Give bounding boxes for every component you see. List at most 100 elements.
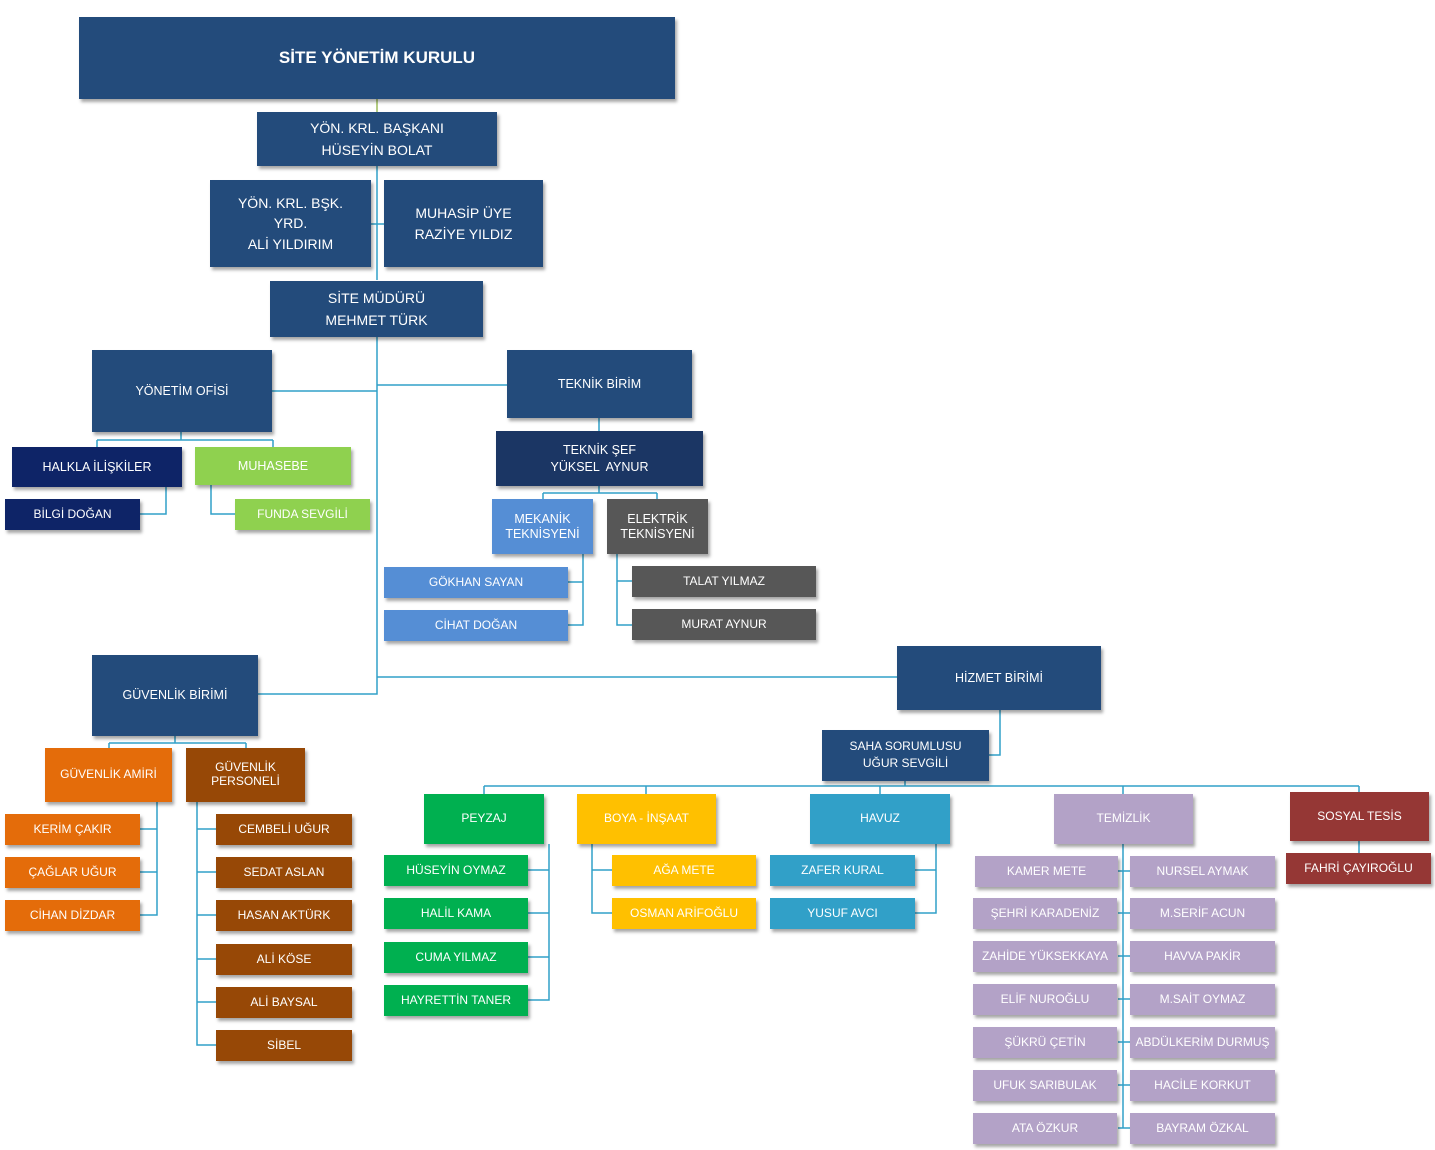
landscaping-box: PEYZAJ xyxy=(424,794,544,844)
member-name: UFUK SARIBULAK xyxy=(993,1077,1097,1092)
president-box: YÖN. KRL. BAŞKANI HÜSEYİN BOLAT xyxy=(257,112,497,166)
cleaning-member: ELİF NUROĞLU xyxy=(973,984,1117,1015)
member-name: M.SAİT OYMAZ xyxy=(1159,991,1246,1006)
member-name: OSMAN ARİFOĞLU xyxy=(629,905,739,920)
social-facility-box: SOSYAL TESİS xyxy=(1290,792,1429,841)
member-name: FAHRİ ÇAYIROĞLU xyxy=(1304,860,1413,875)
technical-chief-name: YÜKSEL AYNUR xyxy=(550,460,649,474)
cleaning-member: KAMER METE xyxy=(975,856,1118,887)
security-staff-member: ALİ KÖSE xyxy=(216,944,352,975)
member-name: KERİM ÇAKIR xyxy=(33,821,112,836)
accounting-box: MUHASEBE xyxy=(195,447,351,485)
member-name: HACİLE KORKUT xyxy=(1154,1077,1251,1092)
president-role: YÖN. KRL. BAŞKANI xyxy=(310,120,444,137)
member-name: ŞÜKRÜ ÇETİN xyxy=(1004,1034,1086,1049)
board-title: SİTE YÖNETİM KURULU xyxy=(278,48,476,68)
public-relations-title: HALKLA İLİŞKİLER xyxy=(42,459,152,474)
cleaning-member: ŞEHRİ KARADENİZ xyxy=(973,898,1117,929)
electrical-line2: TEKNİSYENİ xyxy=(620,526,695,541)
president-name: HÜSEYİN BOLAT xyxy=(321,141,433,158)
mechanical-member: GÖKHAN SAYAN xyxy=(384,567,568,598)
cleaning-member: M.SAİT OYMAZ xyxy=(1130,984,1275,1015)
pool-member: ZAFER KURAL xyxy=(770,855,915,886)
technical-unit-box: TEKNİK BİRİM xyxy=(507,350,692,418)
management-office-box: YÖNETİM OFİSİ xyxy=(92,350,272,432)
cleaning-member: ABDÜLKERİM DURMUŞ xyxy=(1130,1027,1275,1058)
accountant-member-role: MUHASİP ÜYE xyxy=(415,204,512,221)
vice-president-box: YÖN. KRL. BŞK. YRD. ALİ YILDIRIM xyxy=(210,180,371,267)
member-name: KAMER METE xyxy=(1006,863,1087,878)
paint-construction-member: OSMAN ARİFOĞLU xyxy=(612,898,756,929)
management-office-title: YÖNETİM OFİSİ xyxy=(135,383,229,398)
landscaping-member: HALİL KAMA xyxy=(384,898,528,929)
landscaping-member: HÜSEYİN OYMAZ xyxy=(384,855,528,886)
electrical-member: TALAT YILMAZ xyxy=(632,566,816,597)
member-name: GÖKHAN SAYAN xyxy=(428,574,524,589)
pool-box: HAVUZ xyxy=(810,794,950,844)
member-name: HALİL KAMA xyxy=(420,905,492,920)
member-name: AĞA METE xyxy=(653,862,715,877)
member-name: FUNDA SEVGİLİ xyxy=(257,506,348,521)
member-name: NURSEL AYMAK xyxy=(1156,863,1249,878)
mechanical-technician-box: MEKANİK TEKNİSYENİ xyxy=(492,499,593,554)
cleaning-member: BAYRAM ÖZKAL xyxy=(1130,1113,1275,1144)
member-name: ALİ KÖSE xyxy=(256,951,312,966)
site-manager-box: SİTE MÜDÜRÜ MEHMET TÜRK xyxy=(270,281,483,337)
accountant-member-name: RAZİYE YILDIZ xyxy=(414,226,513,242)
pool-title: HAVUZ xyxy=(860,811,900,826)
cleaning-member: NURSEL AYMAK xyxy=(1130,856,1275,887)
social-facility-member: FAHRİ ÇAYIROĞLU xyxy=(1286,853,1431,884)
security-staff-member: SİBEL xyxy=(216,1030,352,1061)
vice-president-role-line2: YRD. xyxy=(273,215,308,232)
cleaning-member: HAVVA PAKİR xyxy=(1130,941,1275,972)
electrical-member: MURAT AYNUR xyxy=(632,609,816,640)
cleaning-box: TEMİZLİK xyxy=(1054,794,1193,844)
paint-construction-box: BOYA - İNŞAAT xyxy=(577,794,716,844)
site-manager-name: MEHMET TÜRK xyxy=(325,311,428,328)
accountant-member-box: MUHASİP ÜYE RAZİYE YILDIZ xyxy=(384,180,543,267)
security-chief-box: GÜVENLİK AMİRİ xyxy=(45,748,172,802)
member-name: ZAHİDE YÜKSEKKAYA xyxy=(981,948,1109,963)
cleaning-member: M.SERİF ACUN xyxy=(1130,898,1275,929)
landscaping-title: PEYZAJ xyxy=(461,811,507,826)
member-name: CİHAN DİZDAR xyxy=(29,907,116,922)
board-box: SİTE YÖNETİM KURULU xyxy=(79,17,675,99)
member-name: ABDÜLKERİM DURMUŞ xyxy=(1135,1034,1270,1049)
security-staff-line2: PERSONELİ xyxy=(211,774,280,788)
landscaping-member: CUMA YILMAZ xyxy=(384,942,528,973)
member-name: ŞEHRİ KARADENİZ xyxy=(990,905,1100,920)
member-name: HASAN AKTÜRK xyxy=(237,907,331,922)
mechanical-member: CİHAT DOĞAN xyxy=(384,610,568,641)
member-name: HAVVA PAKİR xyxy=(1164,948,1241,963)
mechanical-line1: MEKANİK xyxy=(514,512,571,527)
member-name: SEDAT ASLAN xyxy=(243,864,325,879)
member-name: M.SERİF ACUN xyxy=(1159,905,1246,920)
technical-chief-role: TEKNİK ŞEF xyxy=(563,442,636,457)
member-name: YUSUF AVCI xyxy=(807,905,878,920)
cleaning-title: TEMİZLİK xyxy=(1096,811,1151,826)
member-name: TALAT YILMAZ xyxy=(683,573,765,588)
cleaning-member: ATA ÖZKUR xyxy=(973,1113,1117,1144)
electrical-technician-box: ELEKTRİK TEKNİSYENİ xyxy=(607,499,708,554)
paint-construction-title: BOYA - İNŞAAT xyxy=(604,811,689,826)
security-staff-line1: GÜVENLİK xyxy=(215,760,276,775)
accounting-member: FUNDA SEVGİLİ xyxy=(235,499,370,530)
member-name: ELİF NUROĞLU xyxy=(1000,991,1090,1006)
landscaping-member: HAYRETTİN TANER xyxy=(384,985,528,1016)
vice-president-role-line1: YÖN. KRL. BŞK. xyxy=(237,195,344,212)
security-chief-member: KERİM ÇAKIR xyxy=(5,814,140,845)
member-name: ÇAĞLAR UĞUR xyxy=(28,864,117,879)
security-staff-member: SEDAT ASLAN xyxy=(216,857,352,888)
security-unit-title: GÜVENLİK BİRİMİ xyxy=(122,688,228,703)
vice-president-name: ALİ YILDIRIM xyxy=(247,235,334,252)
social-facility-title: SOSYAL TESİS xyxy=(1317,808,1402,823)
security-unit-box: GÜVENLİK BİRİMİ xyxy=(92,655,258,736)
member-name: BİLGİ DOĞAN xyxy=(33,506,112,521)
security-chief-title: GÜVENLİK AMİRİ xyxy=(60,767,157,782)
field-supervisor-role: SAHA SORUMLUSU xyxy=(849,739,962,754)
paint-construction-member: AĞA METE xyxy=(612,855,756,886)
member-name: HÜSEYİN OYMAZ xyxy=(406,862,506,877)
service-unit-title: HİZMET BİRİMİ xyxy=(955,670,1043,685)
